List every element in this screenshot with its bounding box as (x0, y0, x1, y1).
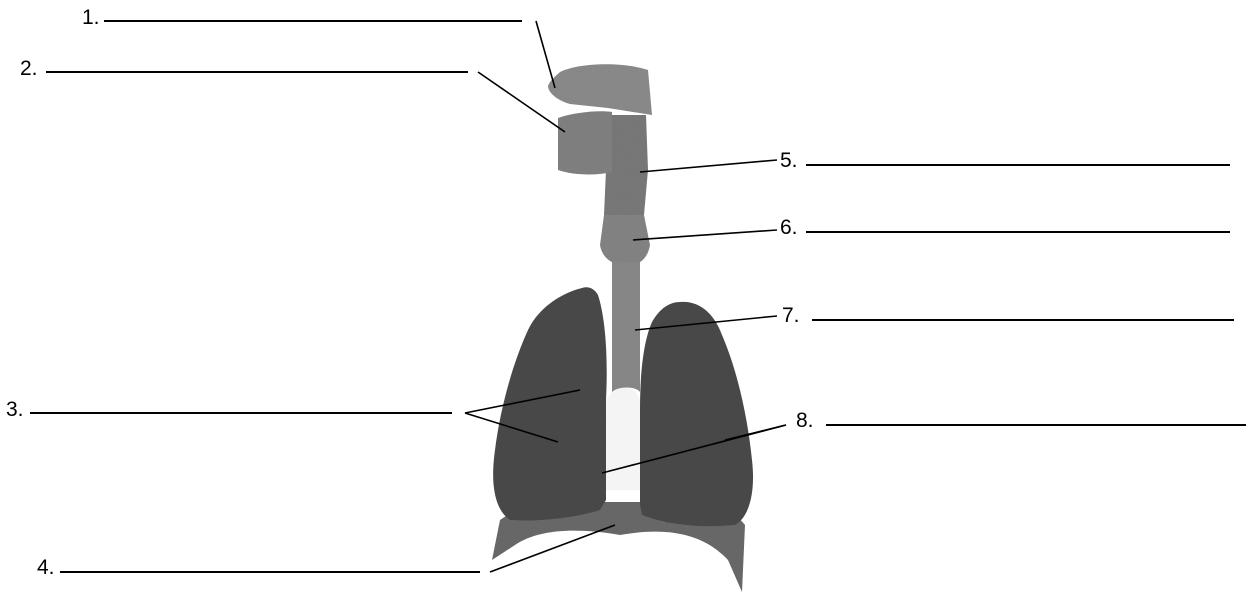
label-number-7: 7. (782, 305, 800, 326)
label-number-5: 5. (780, 150, 798, 171)
label-number-6: 6. (780, 217, 798, 238)
pointer-6 (633, 230, 777, 240)
trachea-shape (612, 262, 640, 392)
label-number-8: 8. (796, 410, 814, 431)
label-number-3: 3. (6, 399, 24, 420)
nasal-cavity-shape (548, 64, 652, 115)
label-number-4: 4. (37, 557, 55, 578)
label-number-1: 1. (82, 7, 100, 28)
larynx-shape (600, 210, 650, 262)
label-number-2: 2. (20, 58, 38, 79)
bronchi-shape (606, 388, 640, 491)
oral-cavity-shape (558, 111, 612, 174)
pointer-5 (640, 160, 777, 172)
right-lung-shape (640, 302, 753, 526)
pointer-1 (536, 21, 555, 88)
